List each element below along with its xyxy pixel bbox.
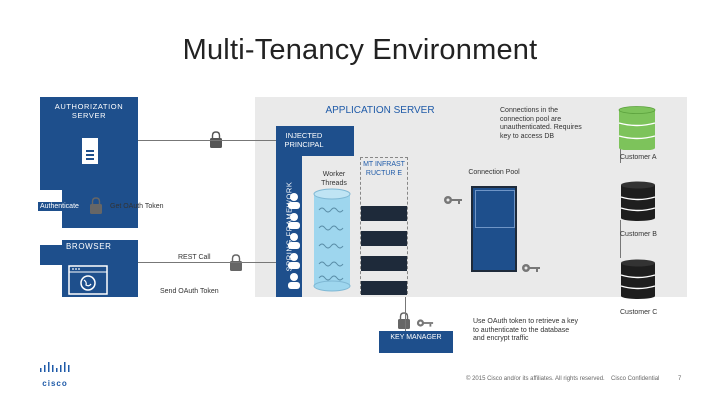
mt-infrastructure-label: MT INFRASTRUCTUR E — [363, 161, 405, 177]
key-icon — [521, 260, 541, 272]
browser-window-icon — [68, 265, 108, 295]
mt-slot — [361, 256, 407, 271]
lock-icon — [89, 197, 103, 214]
get-oauth-token-label: Get OAuth Token — [110, 203, 164, 210]
cisco-logo: cisco — [38, 362, 72, 388]
injected-principal-box — [276, 126, 354, 156]
mt-slot — [361, 206, 407, 221]
rest-call-label: REST Call — [178, 254, 211, 261]
connector-line — [620, 139, 621, 163]
worker-threads-label: Worker Threads — [321, 171, 347, 187]
connection-pool-label: Connection Pool — [468, 169, 520, 176]
cisco-logo-text: cisco — [42, 379, 68, 388]
footer-confidential: Cisco Confidential — [611, 376, 660, 382]
customer-c-label: Customer C — [620, 309, 658, 316]
footer-copyright: © 2015 Cisco and/or its affiliates. All … — [466, 376, 605, 382]
browser-panel — [62, 240, 138, 297]
page-title: Multi-Tenancy Environment — [182, 34, 538, 66]
browser-label: BROWSER — [66, 242, 112, 251]
connector-line — [620, 220, 621, 258]
lock-icon — [229, 254, 243, 271]
connection-pool-box — [471, 186, 517, 272]
lock-icon — [397, 312, 411, 329]
mt-slot — [361, 231, 407, 246]
oauth-key-note: Use OAuth token to retrieve a key to aut… — [473, 318, 579, 342]
mt-slot — [361, 281, 407, 295]
send-oauth-token-label: Send OAuth Token — [160, 288, 219, 295]
server-icon — [82, 138, 98, 164]
key-icon — [416, 315, 434, 327]
customer-b-label: Customer B — [620, 231, 657, 238]
page-number: 7 — [678, 376, 682, 382]
key-icon — [443, 192, 463, 204]
connector-line — [405, 297, 406, 331]
authorization-server-label: AUTHORIZATION SERVER — [54, 102, 124, 120]
database-icon — [620, 181, 656, 221]
browser-inset — [40, 190, 62, 245]
connections-note: Connections in the connection pool are u… — [500, 107, 582, 140]
database-icon — [618, 106, 656, 151]
connector-line — [138, 262, 276, 263]
database-icon — [620, 259, 656, 299]
thread-cylinder — [313, 188, 351, 292]
connector-line — [138, 140, 276, 141]
customer-a-label: Customer A — [620, 154, 657, 161]
application-server-label: APPLICATION SERVER — [325, 105, 435, 116]
injected-principal-label: INJECTED PRINCIPAL — [284, 131, 324, 149]
key-manager-box — [379, 331, 453, 353]
worker-threads-column — [282, 190, 306, 292]
key-manager-label: KEY MANAGER — [390, 334, 442, 341]
authenticate-label: Authenticate — [38, 202, 81, 211]
